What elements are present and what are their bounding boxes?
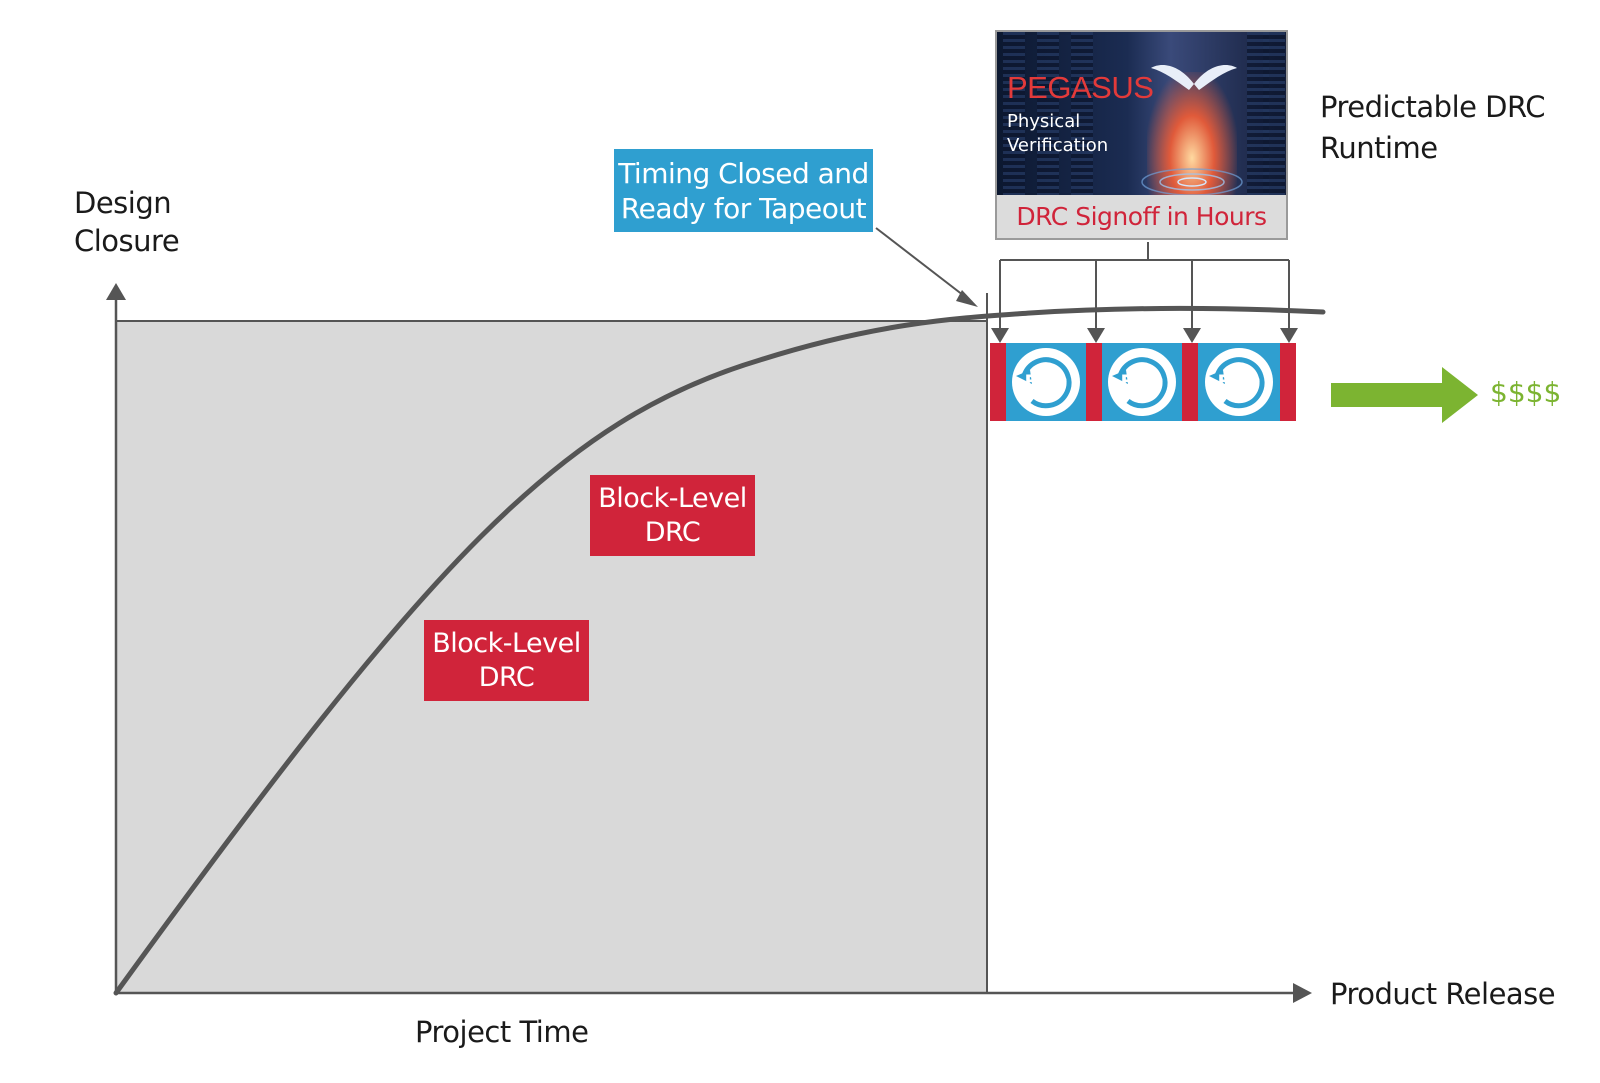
eco-separator bbox=[990, 343, 1006, 421]
product-release-label: Product Release bbox=[1330, 977, 1556, 1011]
callout-line: Ready for Tapeout bbox=[620, 191, 867, 225]
wings-icon bbox=[1151, 65, 1237, 90]
block-drc-line: Block-Level bbox=[598, 482, 747, 514]
drc-signoff-caption: DRC Signoff in Hours bbox=[1016, 202, 1267, 231]
eco-separator bbox=[1182, 343, 1198, 421]
block-drc-line: DRC bbox=[478, 661, 535, 693]
design-closure-curve bbox=[113, 305, 1326, 996]
eco-block: ECO bbox=[1102, 343, 1182, 421]
revenue-arrow-icon bbox=[1331, 367, 1478, 423]
y-axis-label-line: Closure bbox=[74, 224, 180, 258]
y-axis-label: Design Closure bbox=[74, 184, 180, 260]
signoff-arrow-icon bbox=[1280, 328, 1298, 343]
predictable-line: Predictable DRC bbox=[1320, 90, 1545, 124]
pegasus-banner-image: PEGASUS Physical Verification bbox=[997, 32, 1286, 195]
eco-cycle-icon bbox=[1012, 348, 1080, 416]
block-level-drc-upper: Block-Level DRC bbox=[590, 475, 755, 556]
pegasus-brand: PEGASUS bbox=[1007, 70, 1154, 105]
pegasus-subtitle-line: Verification bbox=[1007, 135, 1109, 156]
x-axis-label: Project Time bbox=[415, 1015, 589, 1049]
callout-leader bbox=[875, 227, 973, 303]
block-drc-line: Block-Level bbox=[432, 627, 581, 659]
eco-label: ECO bbox=[1120, 371, 1164, 393]
block-level-drc-lower: Block-Level DRC bbox=[424, 620, 589, 701]
eco-block: ECO bbox=[1006, 343, 1086, 421]
revenue-label: $$$$ bbox=[1490, 376, 1562, 409]
ripple-rings bbox=[1141, 168, 1243, 195]
y-axis-label-line: Design bbox=[74, 186, 172, 220]
pegasus-subtitle-line: Physical bbox=[1007, 111, 1081, 132]
eco-label: ECO bbox=[1217, 371, 1261, 393]
callout-leader-arrow-icon bbox=[956, 290, 978, 307]
pegasus-card: PEGASUS Physical Verification DRC Signof… bbox=[995, 30, 1288, 240]
timing-closed-callout: Timing Closed and Ready for Tapeout bbox=[614, 149, 873, 232]
signoff-arrow-icon bbox=[1087, 328, 1105, 343]
eco-separator bbox=[1086, 343, 1102, 421]
eco-separator bbox=[1280, 343, 1296, 421]
eco-block: ECO bbox=[1198, 343, 1280, 421]
eco-label: ECO bbox=[1024, 371, 1068, 393]
y-axis-arrow-icon bbox=[106, 283, 126, 300]
predictable-runtime-label: Predictable DRC Runtime bbox=[1320, 87, 1545, 169]
eco-cycle-icon bbox=[1205, 348, 1273, 416]
predictable-line: Runtime bbox=[1320, 131, 1438, 165]
x-axis-arrow-icon bbox=[1293, 983, 1312, 1003]
callout-line: Timing Closed and bbox=[618, 156, 869, 190]
signoff-arrow-icon bbox=[1183, 328, 1201, 343]
block-drc-line: DRC bbox=[644, 516, 701, 548]
eco-cycle-icon bbox=[1108, 348, 1176, 416]
signoff-arrow-icon bbox=[991, 328, 1009, 343]
